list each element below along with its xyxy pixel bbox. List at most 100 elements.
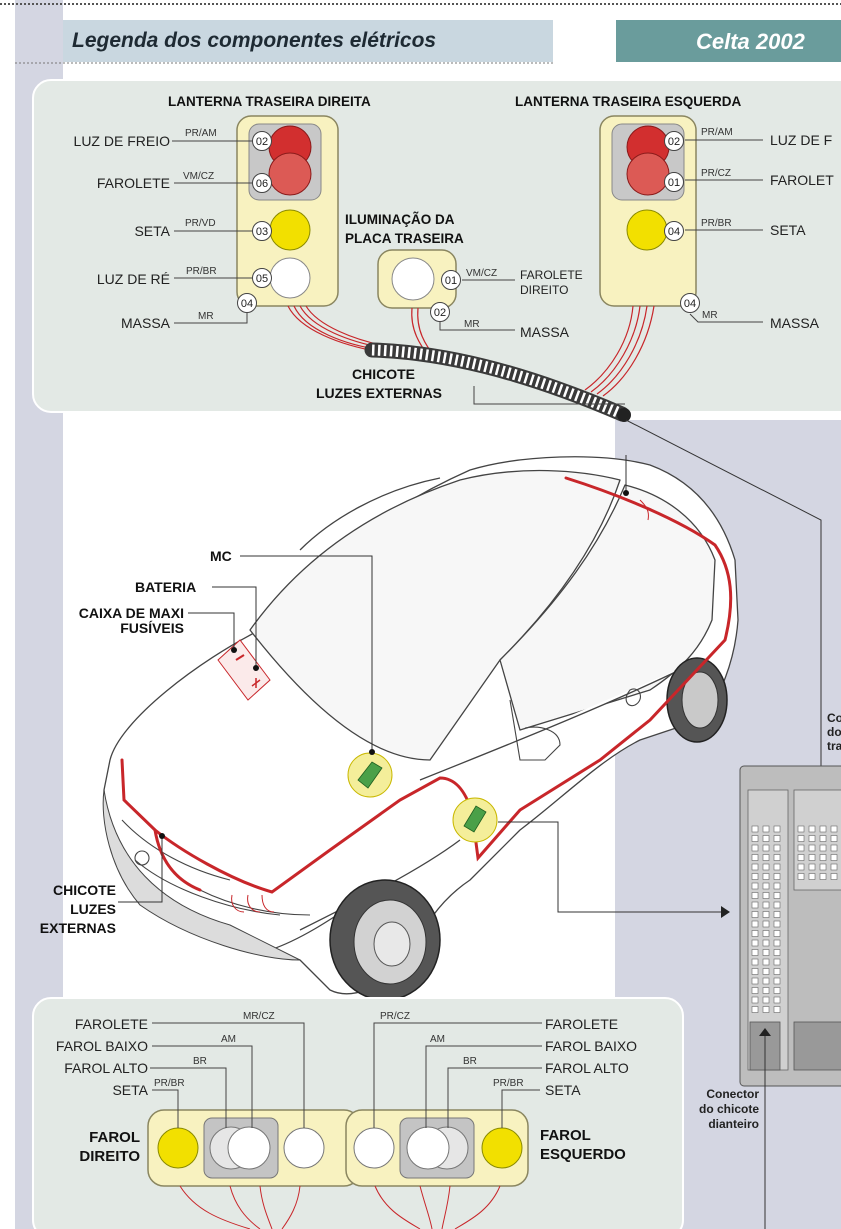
- connector-pin: [773, 825, 781, 833]
- connector-pin: [762, 892, 770, 899]
- right-lamp-leader-lines: [172, 140, 253, 324]
- connector-pin: [830, 873, 838, 880]
- connector-pin: [797, 835, 805, 842]
- front-harness-label-2: LUZES: [70, 901, 116, 917]
- connector-pin: [762, 996, 770, 1004]
- front-connector-label-2: do chicote: [698, 1102, 759, 1116]
- plate-label-tail-2: DIREITO: [520, 283, 569, 297]
- connector-pin: [762, 901, 770, 909]
- connector-pin: [773, 987, 781, 994]
- connector-pin: [830, 825, 838, 833]
- left-headlight-turn: [481, 1127, 523, 1169]
- right-headlight-label-low: FAROL BAIXO: [55, 1038, 148, 1054]
- connector-pin: [797, 863, 805, 871]
- connector-pin: [773, 844, 781, 852]
- right-rear-lamp-title: LANTERNA TRASEIRA DIREITA: [168, 94, 371, 109]
- right-headlight-title-1: FAROL: [89, 1129, 140, 1146]
- front-connector-label-3: dianteiro: [708, 1117, 759, 1131]
- right-headlight-turn: [157, 1127, 199, 1169]
- left-lamp-pin-ground: 04: [680, 293, 700, 313]
- left-lamp-pin-turn: 04: [664, 221, 684, 241]
- connector-pin: [751, 835, 759, 842]
- fuse-box-label-1: CAIXA DE MAXI: [78, 605, 184, 621]
- right-lamp-wire-reverse: PR/BR: [186, 266, 217, 277]
- right-headlight-wire-low: AM: [221, 1034, 236, 1045]
- left-lamp-label-turn: SETA: [770, 222, 806, 238]
- connector-pin: [773, 854, 781, 861]
- left-turn-lamp: [626, 209, 668, 251]
- battery: [217, 639, 271, 701]
- right-lamp-label-reverse: LUZ DE RÉ: [96, 271, 170, 287]
- right-lamp-wire-turn: PR/VD: [185, 218, 216, 229]
- mc-label: MC: [210, 548, 232, 564]
- connector-pin: [808, 835, 816, 842]
- right-lamp-label-tail: FAROLETE: [96, 175, 170, 191]
- left-headlight-wire-low: AM: [430, 1034, 445, 1045]
- connector-pin: [797, 844, 805, 852]
- connector-pin: [751, 987, 759, 994]
- connector-pin: [773, 920, 781, 928]
- left-lamp-label-tail: FAROLET: [770, 172, 834, 188]
- plate-lamp: [391, 257, 435, 301]
- right-low-beam: [227, 1126, 271, 1170]
- right-lamp-pin-reverse: 05: [252, 268, 272, 288]
- right-lamp-label-turn: SETA: [134, 223, 170, 239]
- connector-pin: [762, 882, 770, 890]
- connector-pin: [773, 939, 781, 947]
- front-harness-label-3: EXTERNAS: [39, 920, 116, 936]
- plate-label-tail-1: FAROLETE: [520, 268, 583, 282]
- connector-pin: [773, 930, 781, 937]
- left-headlight-label-position: FAROLETE: [545, 1016, 619, 1032]
- front-wires: [179, 1185, 501, 1229]
- left-low-beam: [406, 1126, 450, 1170]
- car-leader-lines: [118, 455, 722, 913]
- connector-pin: [797, 825, 805, 833]
- connector-pin: [773, 892, 781, 899]
- front-harness-label-1: CHICOTE: [53, 882, 116, 898]
- connector-pin: [751, 892, 759, 899]
- front-connector-module: [452, 797, 498, 843]
- page-title: Legenda dos componentes elétricos: [72, 29, 437, 52]
- connector-pin: [751, 882, 759, 890]
- connector-pin: [819, 873, 827, 880]
- left-lamp-pin-brake: 02: [664, 131, 684, 151]
- right-lamp-pin-tail: 06: [252, 173, 272, 193]
- right-position-lamp: [283, 1127, 325, 1169]
- left-headlight-wire-position: PR/CZ: [380, 1011, 410, 1022]
- rear-harness-label-1: CHICOTE: [352, 366, 415, 382]
- left-lamp-wire-tail: PR/CZ: [701, 168, 731, 179]
- left-position-lamp: [353, 1127, 395, 1169]
- right-lamp-pin-brake: 02: [252, 131, 272, 151]
- plate-lamp-title-2: PLACA TRASEIRA: [345, 231, 464, 246]
- left-headlight-wire-high: BR: [463, 1056, 477, 1067]
- side-label-2: do: [827, 725, 841, 739]
- connector-pin: [819, 863, 827, 871]
- left-headlight-wire-turn: PR/BR: [493, 1078, 524, 1089]
- connector-pin: [751, 949, 759, 956]
- connector-pin: [762, 977, 770, 985]
- connector-pin: [751, 930, 759, 937]
- connector-pin: [773, 901, 781, 909]
- connector-pin: [808, 863, 816, 871]
- connector-pin: [773, 996, 781, 1004]
- connector-pin: [808, 873, 816, 880]
- right-lamp-pin-ground: 04: [237, 293, 257, 313]
- right-lamp-label-ground: MASSA: [120, 315, 170, 331]
- right-headlight-wire-position: MR/CZ: [243, 1011, 275, 1022]
- left-lamp-leader-lines: [685, 139, 763, 323]
- connector-pin: [751, 844, 759, 852]
- left-lamp-label-brake: LUZ DE F: [770, 132, 833, 148]
- rear-harness-end: [617, 408, 631, 422]
- connector-pin: [762, 844, 770, 852]
- connector-pin: [762, 939, 770, 947]
- car-body: [103, 456, 739, 995]
- arrow-right-icon: [721, 906, 730, 918]
- plate-label-ground: MASSA: [520, 324, 570, 340]
- connector-pin: [751, 968, 759, 975]
- right-headlight-wire-turn: PR/BR: [154, 1078, 185, 1089]
- connector-pin: [830, 844, 838, 852]
- right-lamp-wire-tail: VM/CZ: [183, 171, 215, 182]
- connector-pin-grid: [751, 825, 838, 1013]
